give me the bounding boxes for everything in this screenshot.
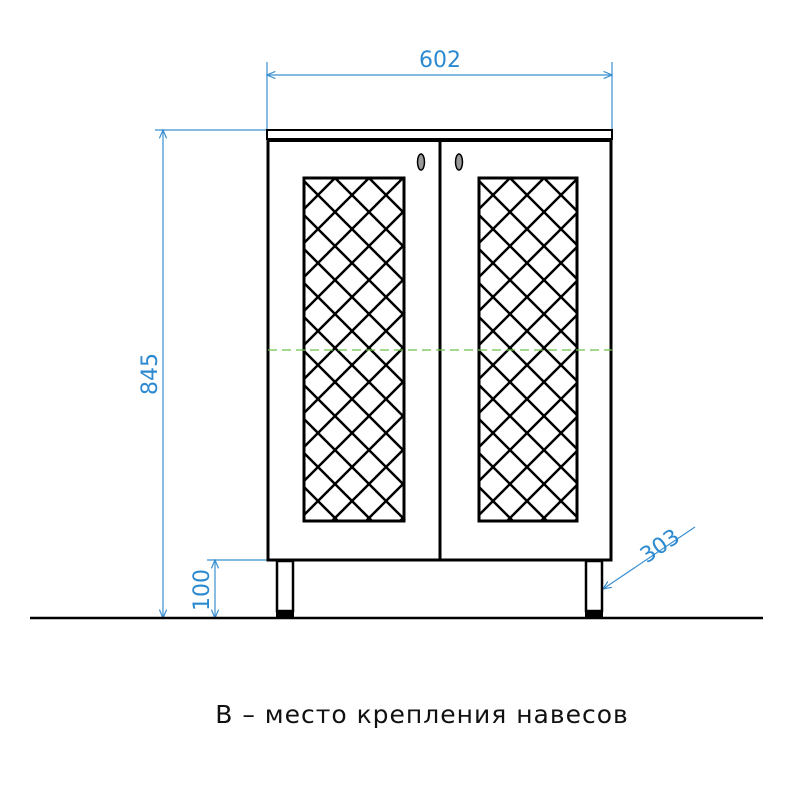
lattice-line xyxy=(480,214,576,314)
lattice-line xyxy=(0,178,63,521)
leg-height-dimension: 100 xyxy=(163,560,270,618)
lattice-line xyxy=(0,178,29,521)
lattice-line xyxy=(743,178,794,521)
lattice-line xyxy=(709,178,794,521)
lattice-line xyxy=(748,178,794,521)
width-dimension: 602 xyxy=(267,48,612,130)
lattice-line xyxy=(480,416,576,516)
lattice-line xyxy=(305,179,403,278)
lattice-line xyxy=(612,178,794,521)
lattice-line xyxy=(480,179,576,278)
left-leg xyxy=(275,559,295,618)
lattice-line xyxy=(480,180,576,280)
lattice-line xyxy=(305,316,403,418)
lattice-line xyxy=(305,179,370,244)
lattice-line xyxy=(0,178,165,521)
lattice-line xyxy=(680,178,794,521)
lattice-line xyxy=(331,448,403,520)
lattice-line xyxy=(305,210,403,312)
lattice-line xyxy=(480,282,576,382)
lattice-line xyxy=(0,178,170,521)
lattice-line xyxy=(506,450,576,520)
lattice-line xyxy=(305,384,403,486)
lattice-line xyxy=(509,179,576,246)
lattice-line xyxy=(334,179,403,248)
right-handle xyxy=(454,153,464,171)
lattice-line xyxy=(0,178,267,521)
left-handle xyxy=(416,153,426,171)
lattice-line xyxy=(480,179,545,244)
lattice-line xyxy=(305,380,403,482)
right-leg xyxy=(584,559,604,618)
lattice-line xyxy=(0,178,204,521)
lattice-line xyxy=(0,178,199,521)
lattice-line xyxy=(675,178,794,521)
lattice-line xyxy=(480,212,576,312)
lattice-line xyxy=(305,452,373,520)
lattice-line xyxy=(0,178,306,521)
lattice-line xyxy=(480,382,576,482)
lattice-line xyxy=(641,178,794,521)
lattice-line xyxy=(0,178,97,521)
lattice-line xyxy=(0,178,131,521)
height-dimension: 845 xyxy=(138,130,267,618)
lattice-line xyxy=(480,384,576,484)
depth-dimension: 303 xyxy=(603,525,696,589)
countertop xyxy=(266,129,613,140)
lattice-line xyxy=(305,414,403,516)
height-label: 845 xyxy=(138,353,163,395)
lattice-line xyxy=(0,178,233,521)
lattice-line xyxy=(305,278,403,380)
lattice-line xyxy=(305,214,403,316)
lattice-line xyxy=(480,452,548,520)
lattice-line xyxy=(0,178,304,521)
width-label: 602 xyxy=(419,48,461,73)
lattice-line xyxy=(0,178,272,521)
lattice-line xyxy=(646,178,794,521)
lattice-line xyxy=(305,418,403,520)
lattice-line xyxy=(0,178,238,521)
lattice-line xyxy=(782,178,794,521)
lattice-line xyxy=(305,180,403,282)
lattice-line xyxy=(480,418,576,518)
lattice-line xyxy=(0,178,301,521)
lattice-line xyxy=(0,178,136,521)
caption: В – место крепления навесов xyxy=(215,700,629,729)
leg-height-label: 100 xyxy=(190,569,215,611)
lattice-line xyxy=(607,178,794,521)
lattice-line xyxy=(714,178,794,521)
